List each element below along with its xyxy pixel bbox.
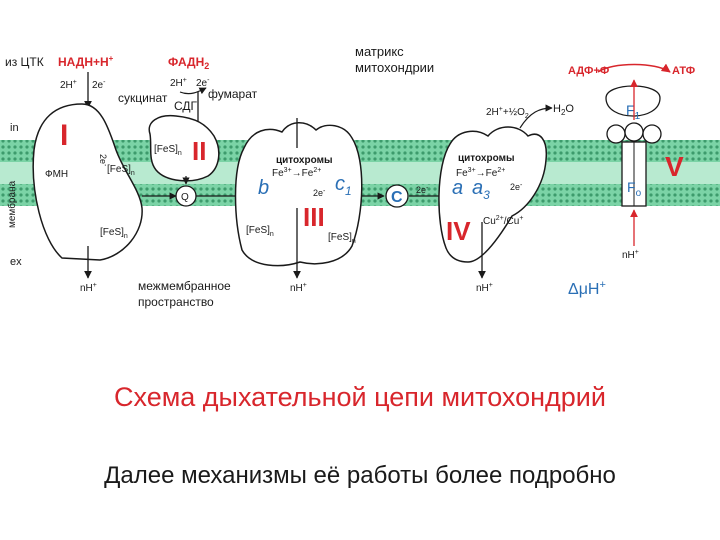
adp-label: АДФ+Ф bbox=[568, 65, 609, 77]
water-arrow bbox=[519, 104, 553, 129]
cytochrome-c1: c1 bbox=[335, 173, 352, 198]
coenzyme-q-label: Q bbox=[181, 192, 189, 203]
fmn-label: ФМН bbox=[45, 169, 68, 180]
cytochrome-a3: a3 bbox=[472, 177, 490, 202]
fe-IV: Fe3+→Fe2+ bbox=[456, 167, 505, 179]
from-tca-label: из ЦТК bbox=[5, 55, 44, 69]
caption-title: Схема дыхательной цепи митохондрий bbox=[114, 382, 606, 412]
cytochrome-c-circle bbox=[385, 184, 409, 208]
membrane-side-ex: ex bbox=[10, 256, 22, 268]
membrane-label: мембрана bbox=[6, 180, 18, 228]
two-e-fad: 2e- bbox=[196, 77, 210, 89]
fes-I-lower: [FeS]n bbox=[100, 227, 128, 240]
fes-II: [FeS]n bbox=[154, 144, 182, 157]
complex-V-label: V bbox=[665, 151, 684, 182]
complex-II-shape bbox=[148, 114, 220, 182]
complex-II-label: II bbox=[192, 136, 206, 166]
f1-subunit-left bbox=[606, 124, 626, 144]
f1-subunit-mid bbox=[624, 122, 644, 142]
two-e-c: 2e- bbox=[416, 185, 429, 195]
atp-synthase-cycle-arrow bbox=[597, 63, 671, 73]
complex-IV-label: IV bbox=[446, 216, 471, 246]
membrane-side-in: in bbox=[10, 122, 19, 134]
f1-subunit-right bbox=[642, 124, 662, 144]
fumarate-label: фумарат bbox=[208, 87, 258, 101]
water-label: Н2О bbox=[553, 103, 574, 117]
nh-IV: nН+ bbox=[476, 282, 493, 294]
succinate-label: сукцинат bbox=[118, 91, 168, 105]
two-e-I-vertical: 2e- bbox=[98, 154, 108, 167]
nadh-label: НАДН+Н+ bbox=[58, 54, 114, 69]
two-e-III: 2e- bbox=[313, 188, 326, 198]
f1-label: F1 bbox=[626, 102, 641, 122]
two-h-nadh: 2Н+ bbox=[60, 79, 77, 91]
sdg-label: СДГ bbox=[174, 99, 198, 113]
succinate-arrow bbox=[179, 87, 207, 95]
fe-III: Fe3+→Fe2+ bbox=[272, 167, 321, 179]
fes-III-right: [FeS]n bbox=[328, 232, 356, 245]
complex-III-shape bbox=[234, 122, 363, 267]
nh-V: nН+ bbox=[622, 249, 639, 261]
fes-III-left: [FeS]n bbox=[246, 225, 274, 238]
complex-III-label: III bbox=[303, 202, 325, 232]
caption-subtitle: Далее механизмы её работы более подробно bbox=[104, 462, 616, 489]
cytochrome-a: a bbox=[452, 177, 463, 199]
two-e-nadh: 2e- bbox=[92, 79, 106, 91]
cu-label: Cu2+/Cu+ bbox=[483, 215, 523, 227]
two-e-IV: 2e- bbox=[510, 182, 523, 192]
nh-I: nН+ bbox=[80, 282, 97, 294]
complex-IV-shape bbox=[438, 126, 548, 263]
proton-gradient-label: ΔμН+ bbox=[568, 279, 606, 298]
complex-I-label: I bbox=[60, 119, 68, 152]
cytochrome-b: b bbox=[258, 177, 269, 199]
cytochromes-III: цитохромы bbox=[276, 155, 333, 166]
f1-head bbox=[605, 85, 661, 117]
cytochromes-IV: цитохромы bbox=[458, 153, 515, 164]
oxygen-reaction: 2Н++½О2 bbox=[486, 106, 529, 120]
complex-I-shape bbox=[32, 103, 143, 261]
nh-III: nН+ bbox=[290, 282, 307, 294]
fo-label: Fo bbox=[627, 179, 642, 199]
two-h-fad: 2Н+ bbox=[170, 77, 187, 89]
cytochrome-c-label: C bbox=[391, 189, 403, 206]
respiratory-chain-diagram: in ex мембрана из ЦТК НАДН+Н+ 2Н+ 2e- ФА… bbox=[0, 44, 720, 309]
fadh2-label: ФАДН2 bbox=[168, 55, 209, 71]
fes-I-upper: [FeS]n bbox=[107, 164, 135, 177]
atp-label: АТФ bbox=[672, 65, 695, 77]
